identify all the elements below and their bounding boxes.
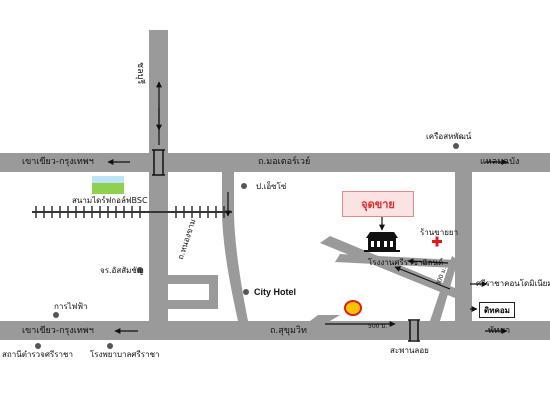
bridge-icon-bottom: [408, 319, 420, 342]
road-side-left: [310, 315, 340, 321]
place-gas: ป.เอ็ซโซ่: [256, 182, 287, 191]
place-city-hotel: City Hotel: [254, 287, 297, 297]
marker-station: [35, 343, 41, 349]
road-label-top-right: แหลมฉบัง: [480, 157, 520, 167]
arrow-factory: [394, 266, 451, 290]
road-label-motorway: ถ.มอเตอร์เวย์: [258, 157, 311, 167]
marker-power: [53, 312, 59, 318]
bridge-icon-top: [152, 149, 165, 176]
place-factory: โรงงานศรีราชาแลนด์: [368, 258, 444, 267]
marker-school: [137, 267, 143, 273]
marker-gas: [241, 183, 247, 189]
place-school: จร.อัสสัมชัญ: [100, 266, 144, 275]
side-road-mark: 500 ม.: [368, 323, 388, 330]
golf-icon: [92, 176, 124, 194]
marker-factory: [422, 259, 428, 265]
road-diagonal: [222, 172, 248, 321]
place-condo: ศรีราชาคอนโดมิเนียม: [476, 279, 550, 288]
road-label-bottom-right: พัทยา: [488, 326, 511, 336]
place-golf: สนามไดร์ฟกอล์ฟBSC: [72, 196, 148, 205]
road-label-bottom-left: เขาเขียว-กรุงเทพฯ: [22, 326, 94, 336]
road-label-sukhumvit: ถ.สุขุมวิท: [270, 326, 307, 336]
place-power: การไฟฟ้า: [54, 302, 88, 311]
place-creative: เครือสหพัฒน์: [426, 132, 472, 141]
road-sukhumvit: [0, 321, 550, 340]
road-east: [455, 172, 472, 321]
road-hotel-loop: [168, 275, 218, 284]
road-factory: [320, 236, 455, 298]
building-icon: [364, 232, 400, 252]
shell-icon: [344, 300, 362, 316]
marker-city-hotel: [243, 289, 249, 295]
road-label-north: ชลบุรี: [135, 62, 145, 85]
road-motorway: [0, 153, 550, 172]
ditcom-box: ดิทคอม: [479, 302, 515, 318]
road-diagonal-right: [430, 256, 458, 321]
road-hotel-loop-side: [209, 275, 218, 309]
sale-point-box: จุดขาย: [342, 191, 414, 217]
cross-icon: [432, 236, 442, 247]
marker-hospital: [107, 343, 113, 349]
place-station: สถานีตำรวจศรีราชา: [2, 350, 73, 359]
place-drugstore: ร้านขายยา: [420, 228, 459, 237]
railway-ties: [35, 206, 225, 218]
road-hotel-loop-bottom: [168, 300, 218, 309]
bridge-label: สะพานลอย: [390, 346, 429, 355]
marker-creative: [453, 143, 459, 149]
place-hospital: โรงพยาบาลศรีราชา: [90, 350, 160, 359]
road-label-top-left: เขาเขียว-กรุงเทพฯ: [22, 157, 94, 167]
